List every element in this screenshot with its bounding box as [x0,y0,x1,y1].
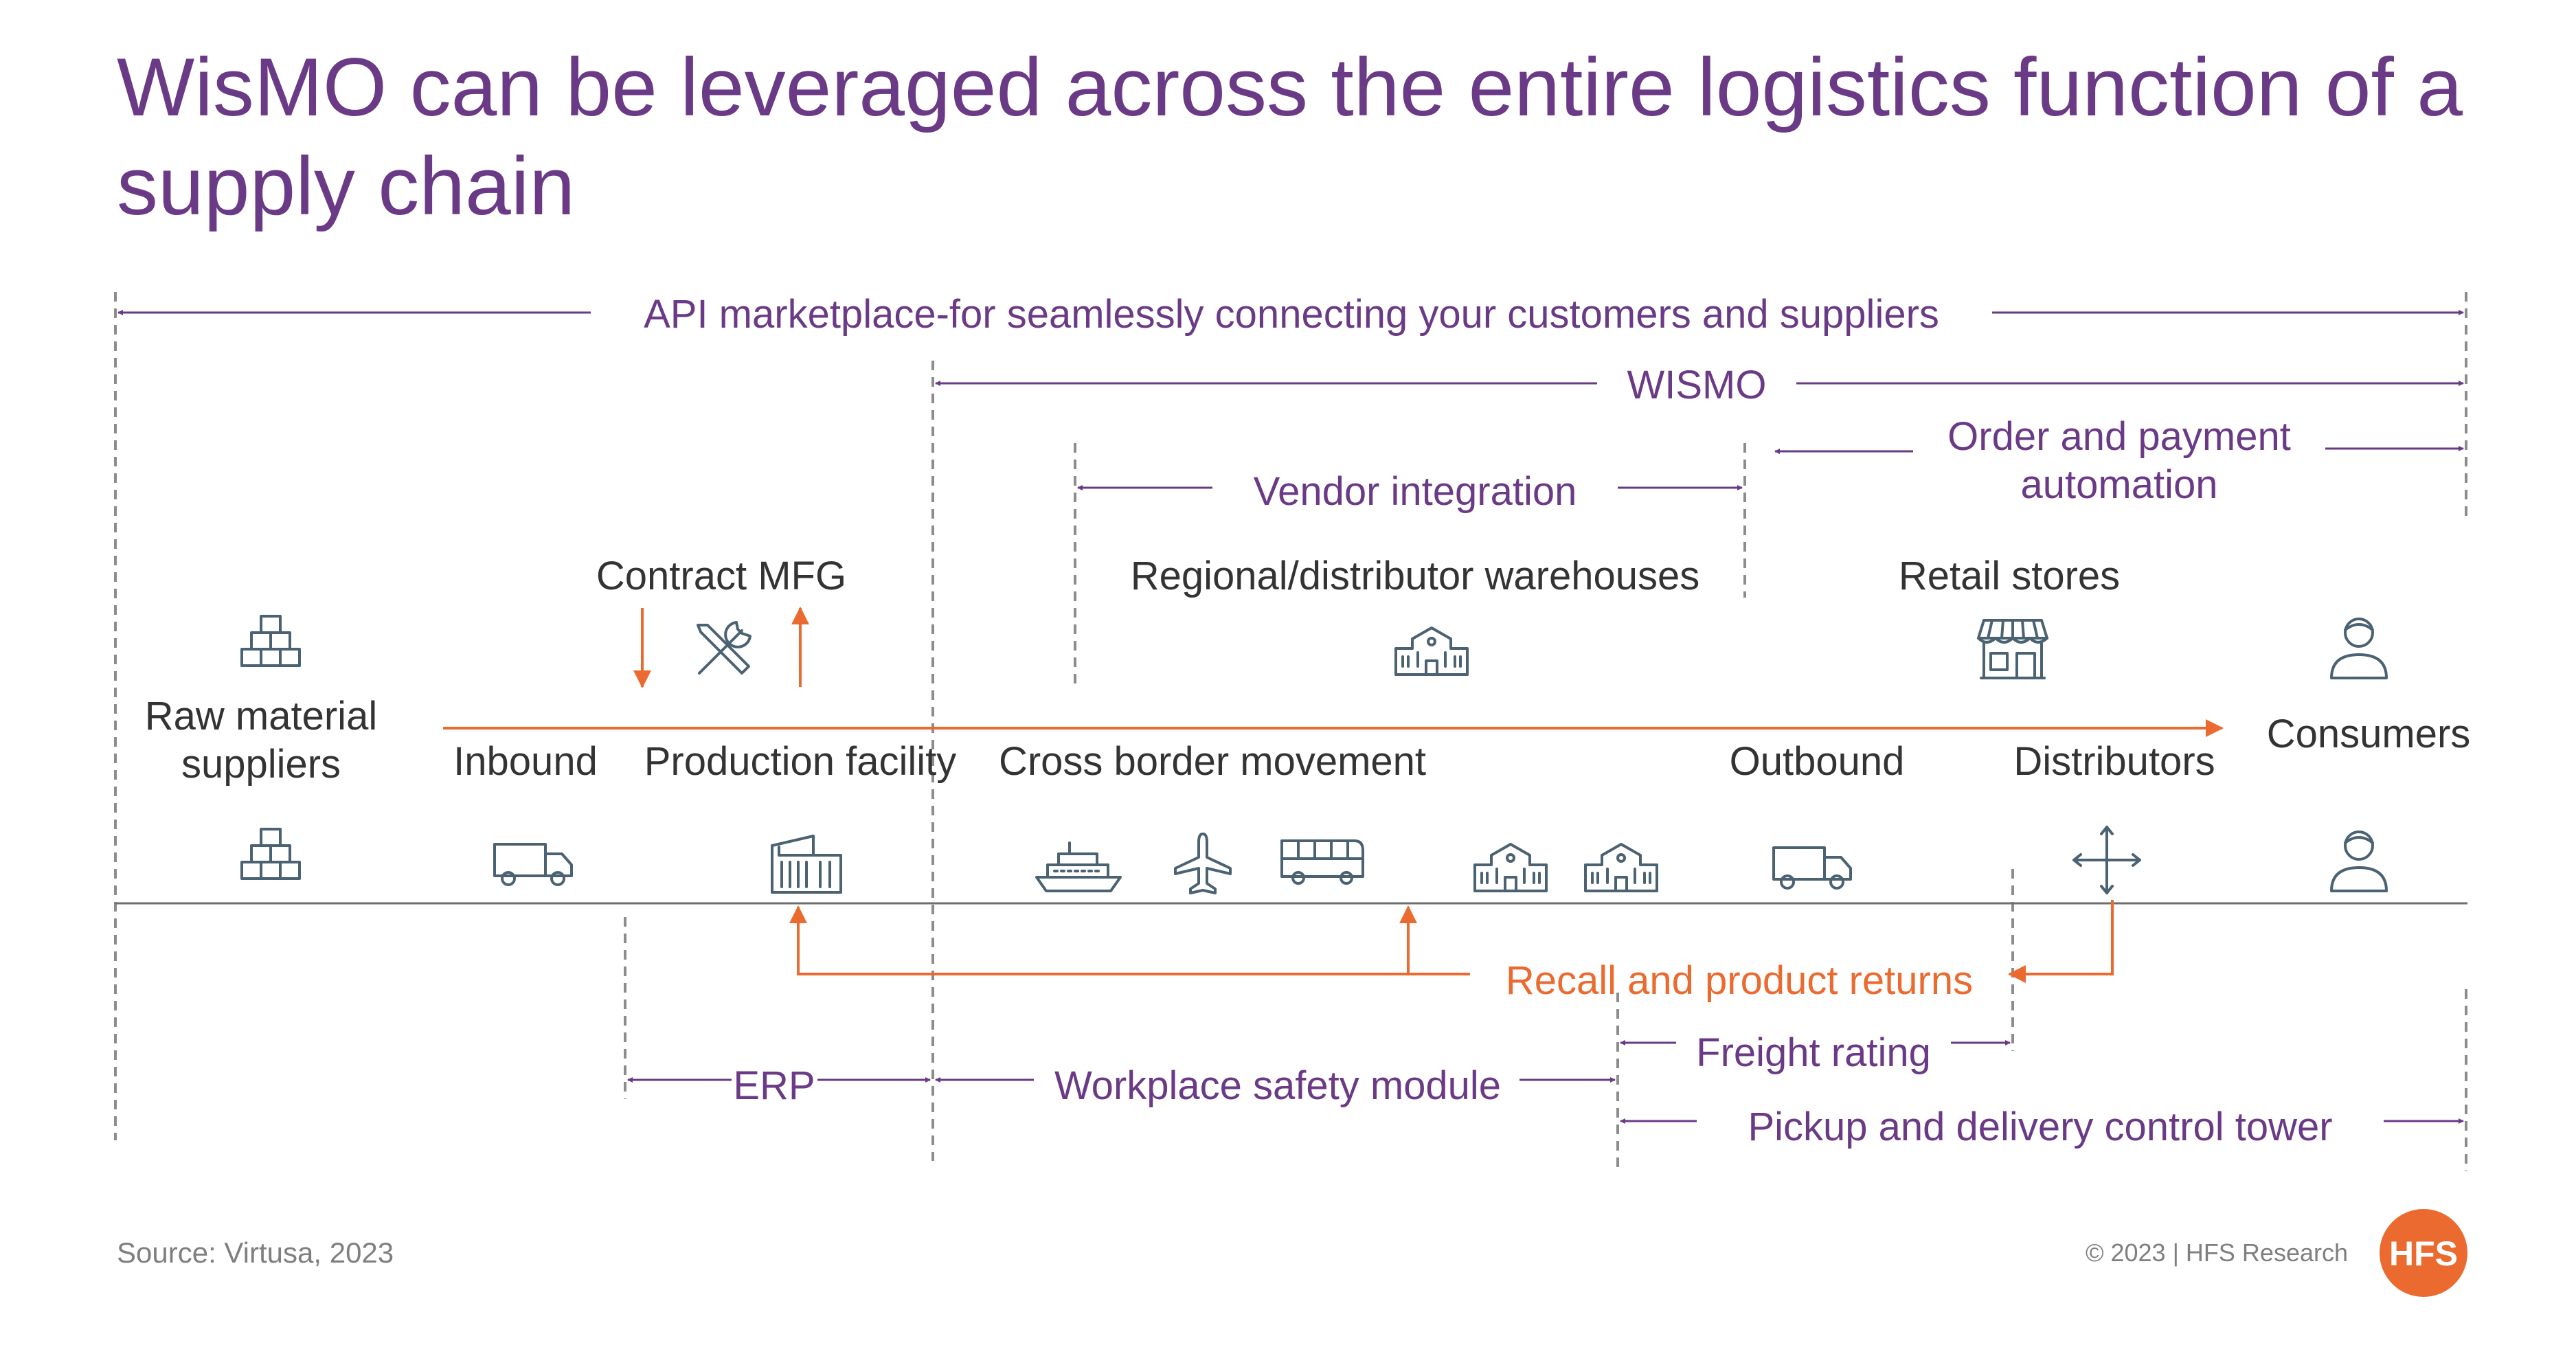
stage-labels: Raw material suppliers Inbound Productio… [145,694,2470,787]
truck-icon [1772,846,1852,890]
consumers-label: Consumers [2267,712,2471,756]
hfs-logo-text: HFS [2389,1234,2458,1273]
upper-category-labels: Contract MFG Regional/distributor wareho… [596,554,2120,598]
recall-return-to-production [789,905,1470,975]
boxes-icon [240,828,301,880]
warehouse-building-icon [1584,843,1658,892]
wismo-label: WISMO [1627,363,1767,407]
warehouse-building-icon [1394,626,1469,676]
hfs-logo [2380,1209,2467,1297]
factory-icon [771,835,842,894]
freight-rating-label: Freight rating [1696,1030,1931,1075]
order-payment-label-line2: automation [2021,462,2218,507]
person-icon [2330,830,2388,892]
warehouse-building-icon [1473,843,1548,892]
pickup-delivery-label: Pickup and delivery control tower [1748,1105,2332,1149]
distributors-label: Distributors [2013,739,2215,784]
truck-icon [493,843,573,886]
boxes-icon [240,615,301,667]
move-arrows-icon [2072,826,2141,894]
cross-border-label: Cross border movement [999,739,1426,784]
order-payment-label-line1: Order and payment [1947,414,2291,459]
inbound-label: Inbound [453,739,598,784]
raw-material-label-line2: suppliers [181,742,341,787]
vendor-integration-label: Vendor integration [1254,469,1577,514]
api-marketplace-label: API marketplace-for seamlessly connectin… [644,292,1939,337]
person-icon [2330,618,2388,679]
ship-icon [1035,841,1122,892]
page-title-line2: supply chain [117,140,575,232]
top-span-labels: API marketplace-for seamlessly connectin… [644,292,2291,514]
contract-mfg-label: Contract MFG [596,554,846,598]
workplace-safety-label: Workplace safety module [1054,1063,1501,1108]
bus-icon [1280,839,1364,885]
airplane-icon [1174,833,1232,894]
tools-icon [697,621,752,675]
bottom-span-labels: Freight rating ERP Workplace safety modu… [733,1030,2332,1149]
retail-stores-label: Retail stores [1899,554,2120,598]
copyright-note: © 2023 | HFS Research [2086,1239,2348,1267]
raw-material-label-line1: Raw material [145,694,377,738]
dashed-guides [114,292,2467,1171]
storefront-icon [1977,619,2048,679]
recall-from-distributors [2008,900,2114,983]
page-title: WisMO can be leveraged across the entire… [117,41,2463,133]
outbound-label: Outbound [1730,739,1905,784]
erp-label: ERP [733,1063,815,1108]
production-facility-label: Production facility [644,739,957,784]
recall-returns-arrows [789,900,2114,983]
bottom-span-arrows [627,1040,2464,1124]
regional-warehouses-label: Regional/distributor warehouses [1131,554,1700,598]
source-note: Source: Virtusa, 2023 [117,1236,394,1269]
top-span-arrows [117,310,2464,490]
recall-returns-label: Recall and product returns [1506,958,1973,1003]
